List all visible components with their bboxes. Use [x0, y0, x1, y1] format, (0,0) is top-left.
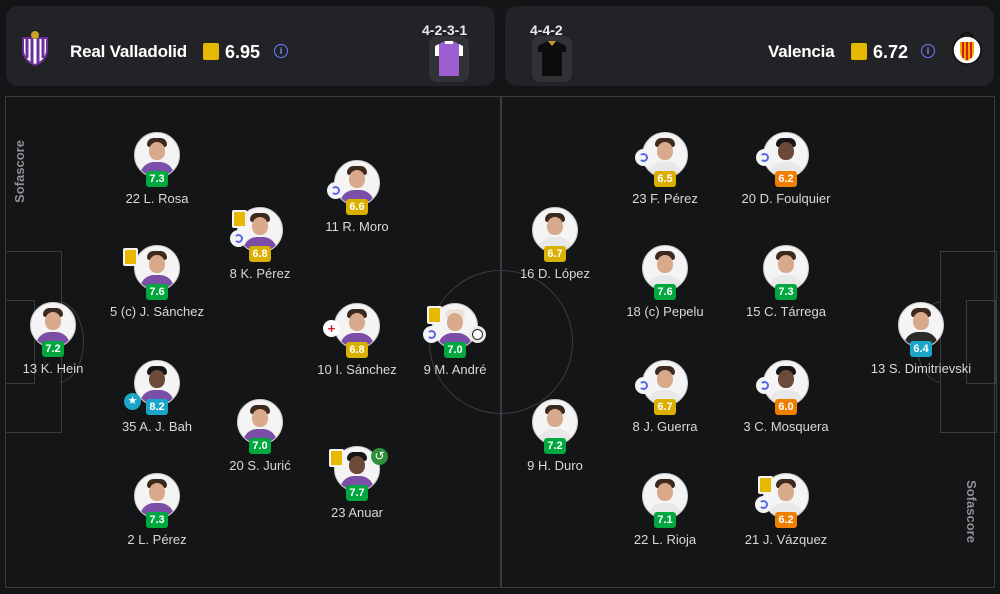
- away-team-header[interactable]: 4-4-2 Valencia 6.72 i: [505, 6, 994, 86]
- player-rating: 6.0: [775, 399, 797, 415]
- home-team-rating: 6.95: [225, 42, 261, 62]
- player-rating: 6.2: [775, 512, 797, 528]
- player-name: 9 H. Duro: [527, 458, 583, 473]
- player-rating: 6.8: [249, 246, 271, 262]
- real-valladolid-crest-icon: [18, 30, 52, 67]
- pitch: Sofascore Sofascore 7.3 22 L. Rosa 7.6 5…: [0, 94, 1000, 594]
- player-name: 13 K. Hein: [22, 361, 84, 376]
- player-rating: 6.4: [910, 341, 932, 357]
- substitution-icon: [327, 182, 344, 199]
- substitution-icon: [635, 149, 652, 166]
- substitution-icon: [230, 230, 247, 247]
- player-avatar: [134, 473, 180, 519]
- player-rating: 7.2: [42, 341, 64, 357]
- player-rating: 7.3: [146, 512, 168, 528]
- substitution-icon: [635, 377, 652, 394]
- player-rating: 7.7: [346, 485, 368, 501]
- player-rating: 7.6: [146, 284, 168, 300]
- player-name: 22 L. Rosa: [125, 191, 189, 206]
- substitution-icon: [755, 496, 772, 513]
- info-icon[interactable]: i: [274, 44, 288, 58]
- away-jersey-icon: [532, 36, 572, 82]
- player-name: 16 D. López: [519, 266, 591, 281]
- player-name: 8 J. Guerra: [632, 419, 698, 434]
- player-rating: 7.2: [544, 438, 566, 454]
- player-rating: 7.0: [444, 342, 466, 358]
- player-rating: 8.2: [146, 399, 168, 415]
- player-name: 3 C. Mosquera: [743, 419, 829, 434]
- player-name: 13 S. Dimitrievski: [870, 361, 972, 376]
- yellow-card-icon: [123, 248, 138, 266]
- team-rating-square-icon: [203, 43, 219, 60]
- player-rating: 7.3: [775, 284, 797, 300]
- player-avatar: [642, 132, 688, 178]
- player-rating: 6.8: [346, 342, 368, 358]
- player-rating: 7.6: [654, 284, 676, 300]
- away-team-name[interactable]: Valencia: [768, 42, 835, 61]
- player-name: 23 F. Pérez: [632, 191, 698, 206]
- yellow-card-icon: [427, 306, 442, 324]
- player-rating: 6.6: [346, 199, 368, 215]
- substitution-icon: [756, 377, 773, 394]
- player-name: 9 M. André: [423, 362, 487, 377]
- player-name: 22 L. Rioja: [633, 532, 697, 547]
- away-penalty-area: [940, 251, 997, 433]
- away-team-rating: 6.72: [873, 42, 909, 62]
- player-avatar: [642, 360, 688, 406]
- sofascore-watermark: Sofascore: [963, 480, 979, 543]
- player-name: 23 Anuar: [330, 505, 384, 520]
- home-jersey-icon: [429, 36, 469, 82]
- valencia-crest-icon: [950, 30, 984, 66]
- substitution-icon: [423, 326, 440, 343]
- player-name: 2 L. Pérez: [127, 532, 187, 547]
- player-name: 5 (c) J. Sánchez: [110, 304, 204, 319]
- player-rating: 7.1: [654, 512, 676, 528]
- away-formation: 4-4-2: [530, 22, 563, 38]
- man-of-the-match-star-icon: [124, 393, 141, 410]
- player-rating: 7.3: [146, 171, 168, 187]
- yellow-card-icon: [232, 210, 247, 228]
- goal-ball-icon: [469, 326, 486, 343]
- player-name: 11 R. Moro: [325, 219, 389, 234]
- player-name: 35 A. J. Bah: [121, 419, 193, 434]
- player-avatar: [237, 399, 283, 445]
- player-rating: 6.5: [654, 171, 676, 187]
- away-goal-area: [966, 300, 996, 384]
- player-rating: 6.2: [775, 171, 797, 187]
- home-goal-area: [5, 300, 35, 384]
- player-name: 20 D. Foulquier: [741, 191, 831, 206]
- player-rating: 7.0: [249, 438, 271, 454]
- yellow-card-icon: [758, 476, 773, 494]
- player-rating: 6.7: [654, 399, 676, 415]
- injury-icon: [323, 320, 340, 337]
- home-formation: 4-2-3-1: [422, 22, 468, 38]
- player-name: 15 C. Tárrega: [746, 304, 826, 319]
- player-rating: 6.7: [544, 246, 566, 262]
- player-name: 8 K. Pérez: [229, 266, 291, 281]
- substitution-icon: [756, 149, 773, 166]
- yellow-card-icon: [329, 449, 344, 467]
- home-team-header[interactable]: Real Valladolid 6.95 i 4-2-3-1: [6, 6, 495, 86]
- player-name: 18 (c) Pepelu: [626, 304, 704, 319]
- player-name: 10 I. Sánchez: [317, 362, 397, 377]
- player-name: 21 J. Vázquez: [744, 532, 828, 547]
- info-icon[interactable]: i: [921, 44, 935, 58]
- team-rating-square-icon: [851, 43, 867, 60]
- player-name: 20 S. Jurić: [229, 458, 291, 473]
- home-team-name[interactable]: Real Valladolid: [70, 42, 187, 61]
- sofascore-watermark: Sofascore: [11, 140, 27, 203]
- assist-icon: [371, 448, 388, 465]
